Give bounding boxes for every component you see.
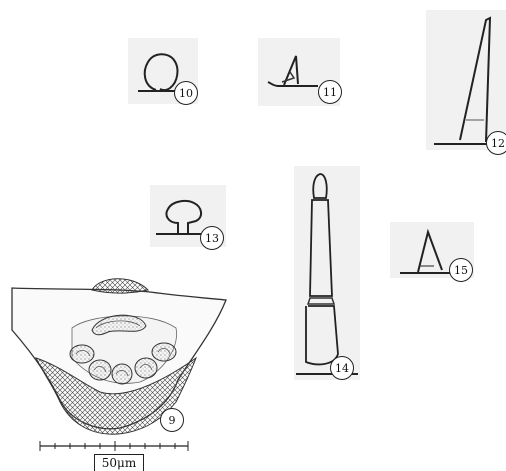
figure-15-label: 15 xyxy=(449,258,473,282)
figure-9-label: 9 xyxy=(160,408,184,432)
scale-bar xyxy=(36,438,192,454)
scale-bar-label: 50μm xyxy=(94,454,144,471)
figure-13-label: 13 xyxy=(200,226,224,250)
figure-12-label: 12 xyxy=(486,131,506,155)
figure-14-label: 14 xyxy=(330,356,354,380)
figure-12-drawing xyxy=(426,10,506,150)
figure-14-drawing xyxy=(294,166,360,380)
figure-11-label: 11 xyxy=(318,80,342,104)
figure-9-cross-section xyxy=(0,270,240,450)
figure-10-label: 10 xyxy=(174,81,198,105)
